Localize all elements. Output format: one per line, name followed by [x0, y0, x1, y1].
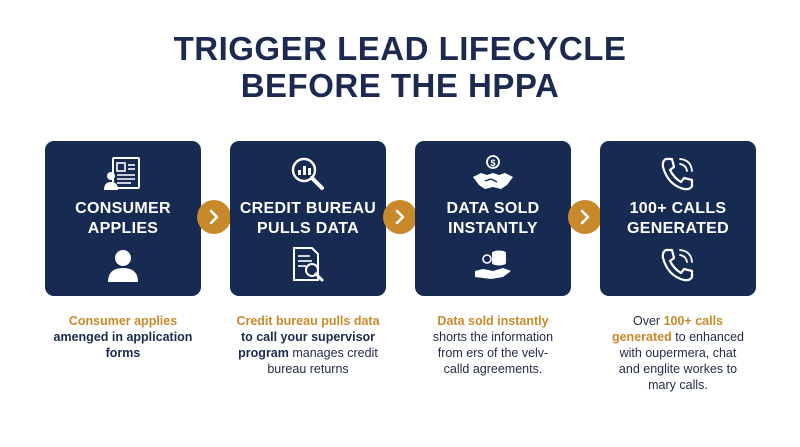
title-line-1: TRIGGER LEAD LIFECYCLE [173, 30, 627, 67]
hand-coins-icon [415, 245, 571, 285]
phone-ringing-icon [600, 155, 756, 193]
step-label-line-1: CREDIT BUREAU [239, 200, 377, 217]
step-card-credit-bureau: CREDIT BUREAU PULLS DATA [230, 141, 386, 296]
step-description-4: Over 100+ calls generated to enhanced wi… [588, 313, 768, 393]
desc-line: and englite workes to [618, 362, 738, 376]
desc-emphasis: 100+ calls [663, 314, 723, 328]
desc-line: Over 100+ calls [588, 313, 768, 329]
desc-line: program manages credit [218, 345, 398, 361]
chevron-right-icon [568, 200, 602, 234]
step-card-data-sold: $ DATA SOLD INSTANTLY [415, 141, 571, 296]
step-label-line-1: DATA SOLD [446, 200, 540, 217]
desc-line: generated to enhanced [588, 329, 768, 345]
svg-text:$: $ [490, 158, 495, 168]
step-description-1: Consumer applies amenged in application … [33, 313, 213, 361]
step-description-2: Credit bureau pulls data to call your su… [218, 313, 398, 377]
page-title: TRIGGER LEAD LIFECYCLE BEFORE THE HPPA [0, 30, 800, 104]
desc-line: Consumer applies [68, 314, 178, 328]
desc-line: bureau returns [267, 362, 349, 376]
step-label-line-1: CONSUMER [75, 200, 171, 217]
phone-ringing-icon [600, 245, 756, 285]
step-label-line-1: 100+ CALLS [629, 200, 727, 217]
desc-line: from ers of the velv- [437, 346, 549, 360]
document-search-icon [230, 245, 386, 285]
person-icon [45, 245, 201, 285]
step-label-line-2: GENERATED [627, 220, 729, 237]
desc-line: with oupermera, chat [619, 346, 737, 360]
step-description-3: Data sold instantly shorts the informati… [403, 313, 583, 377]
desc-emphasis: generated [611, 330, 672, 344]
desc-line: forms [105, 346, 141, 360]
desc-line: Credit bureau pulls data [236, 314, 380, 328]
desc-text: to enhanced [671, 330, 745, 344]
chevron-right-icon [197, 200, 231, 234]
desc-line: amenged in application [53, 330, 193, 344]
step-label-line-2: APPLIES [87, 220, 159, 237]
desc-line: shorts the information [432, 330, 554, 344]
step-card-calls-generated: 100+ CALLS GENERATED [600, 141, 756, 296]
desc-text: Over [633, 314, 664, 328]
step-label: 100+ CALLS GENERATED [600, 199, 756, 239]
step-label: CONSUMER APPLIES [45, 199, 201, 239]
title-line-2: BEFORE THE HPPA [240, 67, 560, 104]
desc-line: calld agreements. [443, 362, 543, 376]
desc-emphasis: program [238, 346, 289, 360]
desc-line: Data sold instantly [437, 314, 549, 328]
chevron-right-icon [383, 200, 417, 234]
step-label-line-2: INSTANTLY [448, 220, 538, 237]
desc-text: manages credit [288, 346, 378, 360]
magnifier-chart-icon [230, 155, 386, 193]
handshake-money-icon: $ [415, 155, 571, 193]
step-label: DATA SOLD INSTANTLY [415, 199, 571, 239]
desc-line: to call your supervisor [240, 330, 376, 344]
step-card-consumer-applies: CONSUMER APPLIES [45, 141, 201, 296]
step-label: CREDIT BUREAU PULLS DATA [230, 199, 386, 239]
desc-line: mary calls. [648, 378, 708, 392]
application-form-icon [45, 155, 201, 193]
step-label-line-2: PULLS DATA [257, 220, 359, 237]
